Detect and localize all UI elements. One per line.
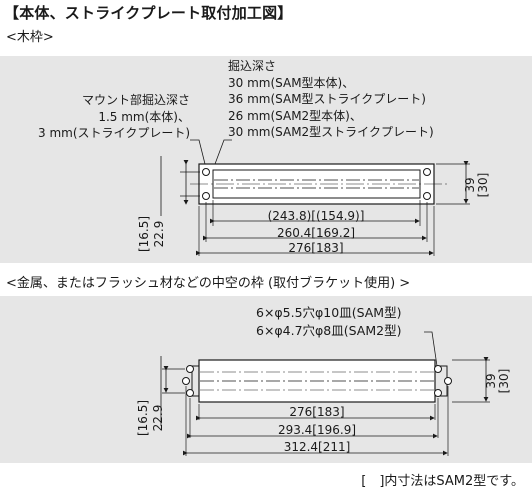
screw-hole [434,365,442,373]
section1-panel: 掘込深さ 30 mm(SAM型本体)、 36 mm(SAM型ストライクプレート)… [0,56,532,263]
leader-line [214,139,232,165]
screw-hole [434,389,442,397]
footnote: [ ]内寸法はSAM2型です。 [361,474,524,489]
screw-hole [186,365,194,373]
section2-panel: 6×φ5.5穴φ10皿(SAM型) 6×φ4.7穴φ8皿(SAM2型) [0,296,532,463]
hole-note: 6×φ5.5穴φ10皿(SAM型) 6×φ4.7穴φ8皿(SAM2型) [256,304,401,340]
screw-hole [186,389,194,397]
screw-hole [423,168,431,176]
section1-drawing: (243.8)[(154.9)] 260.4[169.2] 276[183] 3… [137,139,490,256]
page-title: 【本体、ストライクプレート取付加工図】 [4,4,293,22]
section2-drawing: 276[183] 293.4[196.9] 312.4[211] 39 [30]… [136,331,511,456]
dim-inner: (243.8)[(154.9)] [268,209,365,223]
dim-height-right-alt: [30] [476,173,490,198]
depth-note-line: マウント部掘込深さ [81,93,190,107]
screw-hole [182,377,190,385]
dim-height-left-alt: [16.5] [136,400,150,436]
depth-note-line: 30 mm(SAM2型ストライクプレート) [228,125,434,139]
dim-height-right-alt: [30] [497,369,511,394]
depth-note-right: 掘込深さ 30 mm(SAM型本体)、 36 mm(SAM型ストライクプレート)… [228,58,434,141]
hole-note-line: 6×φ5.5穴φ10皿(SAM型) [256,305,402,320]
depth-note-line: 26 mm(SAM2型本体)、 [228,108,362,123]
dim-mid: 260.4[169.2] [277,226,355,240]
section1-label: <木枠> [6,30,54,45]
screw-hole [202,168,210,176]
dim-height-left-alt: [16.5] [137,216,151,252]
depth-note-line: 36 mm(SAM型ストライクプレート) [228,92,426,106]
depth-note-line: 3 mm(ストライクプレート) [38,126,190,140]
dim-height-left: 22.9 [152,221,166,248]
leader-line [424,331,438,367]
dim-height-right: 39 [484,373,498,388]
depth-note-line: 1.5 mm(本体)、 [98,109,190,124]
depth-note-left: マウント部掘込深さ 1.5 mm(本体)、 3 mm(ストライクプレート) [14,92,190,142]
screw-hole [423,192,431,200]
screw-hole [444,377,452,385]
dim-height-right: 39 [463,177,477,192]
dim-mid: 293.4[196.9] [278,423,356,437]
dim-outer: 312.4[211] [284,440,351,454]
section2-label: <金属、またはフラッシュ材などの中空の枠 (取付ブラケット使用) > [6,276,411,291]
depth-note-line: 30 mm(SAM型本体)、 [228,75,355,90]
hole-note-line: 6×φ4.7穴φ8皿(SAM2型) [256,323,402,338]
leader-line [190,139,206,165]
dim-inner: 276[183] [289,405,344,419]
depth-note-line: 掘込深さ [228,59,277,73]
screw-hole [202,192,210,200]
dim-height-left: 22.9 [151,405,165,432]
dim-outer: 276[183] [288,241,343,255]
